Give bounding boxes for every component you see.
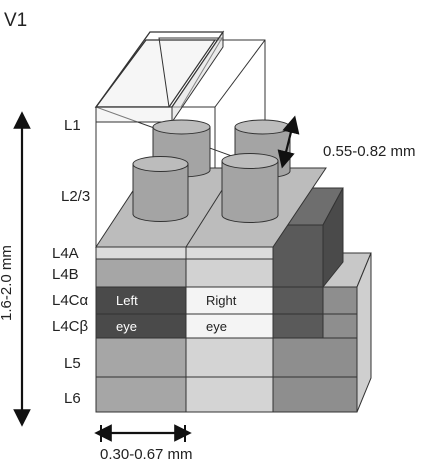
column-cylinder xyxy=(132,156,189,222)
layer-l4b-left xyxy=(95,258,187,288)
left-eye-l4cb xyxy=(95,313,187,339)
label-l2-3: L2/3 xyxy=(61,188,90,205)
layer-stack xyxy=(95,246,274,413)
column-dimension-label: 0.55-0.82 mm xyxy=(323,143,416,160)
title: V1 xyxy=(4,10,27,31)
column-width-indicator xyxy=(277,115,300,169)
right-eye-l4ca xyxy=(185,286,274,315)
right-eye-label-line2: eye xyxy=(206,319,227,334)
layer-l5-left xyxy=(95,337,187,378)
layer-l6-right xyxy=(185,376,274,413)
layer-l4a-band xyxy=(95,246,274,260)
label-l5: L5 xyxy=(64,355,81,372)
layer-l4b-right xyxy=(185,258,274,288)
left-eye-label-line1: Left xyxy=(116,293,138,308)
right-eye-l4cb xyxy=(185,313,274,339)
left-eye-label-line2: eye xyxy=(116,319,137,334)
height-dimension-label: 1.6-2.0 mm xyxy=(0,245,15,321)
cortical-columns xyxy=(132,119,291,223)
label-l6: L6 xyxy=(64,390,81,407)
left-eye-l4ca xyxy=(95,286,187,315)
label-l4b: L4B xyxy=(52,266,79,283)
width-indicator: 0.30-0.67 mm xyxy=(94,424,193,463)
right-eye-label-line1: Right xyxy=(206,293,237,308)
label-l4a: L4A xyxy=(52,245,79,262)
layer-l6-left xyxy=(95,376,187,413)
label-l4ca: L4Cα xyxy=(52,292,89,309)
layer-labels: L1 L2/3 L4A L4B L4Cα L4Cβ L5 L6 xyxy=(52,117,90,407)
label-l4cb: L4Cβ xyxy=(52,318,89,335)
height-indicator: 1.6-2.0 mm xyxy=(0,111,31,427)
width-dimension-label: 0.30-0.67 mm xyxy=(100,446,193,463)
layer-l5-right xyxy=(185,337,274,378)
upper-block xyxy=(94,30,327,248)
label-l1: L1 xyxy=(64,117,81,134)
column-cylinder xyxy=(221,153,279,223)
